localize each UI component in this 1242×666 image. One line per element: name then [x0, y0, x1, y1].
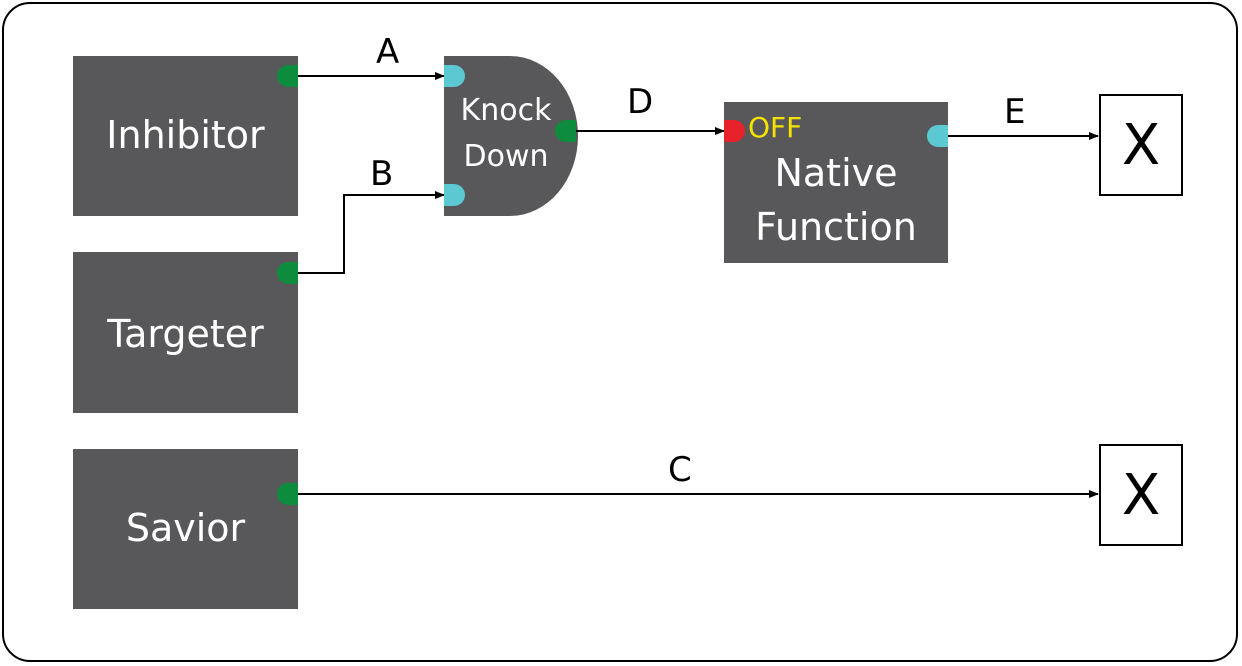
knock-down-label-line-2: Down — [463, 139, 549, 174]
knock-down-label: Knock Down — [446, 88, 566, 180]
knock-down-gate[interactable] — [444, 56, 578, 216]
native-function-block[interactable] — [724, 102, 948, 263]
savior-label: Savior — [125, 506, 246, 551]
output-box-bottom[interactable]: X — [1099, 444, 1183, 546]
output-bottom-x: X — [1121, 462, 1161, 528]
knock-down-label-line-1: Knock — [460, 93, 552, 128]
edge-label-c: C — [668, 450, 692, 490]
targeter-label: Targeter — [107, 311, 264, 356]
edge-label-b: B — [370, 154, 394, 194]
native-state-label: OFF — [748, 111, 803, 144]
edge-label-a: A — [376, 32, 400, 72]
native-function-label: Native Function — [724, 146, 948, 254]
inhibitor-block[interactable]: Inhibitor — [73, 56, 298, 216]
savior-block[interactable]: Savior — [73, 449, 298, 609]
edge-label-e: E — [1004, 92, 1026, 132]
native-function-label-line-2: Function — [755, 205, 917, 249]
targeter-block[interactable]: Targeter — [73, 252, 298, 413]
output-top-x: X — [1121, 112, 1161, 178]
edge-b — [298, 191, 445, 274]
inhibitor-label: Inhibitor — [106, 113, 265, 158]
native-function-label-line-1: Native — [774, 151, 898, 195]
edge-label-d: D — [627, 82, 654, 122]
output-box-top[interactable]: X — [1099, 94, 1183, 196]
